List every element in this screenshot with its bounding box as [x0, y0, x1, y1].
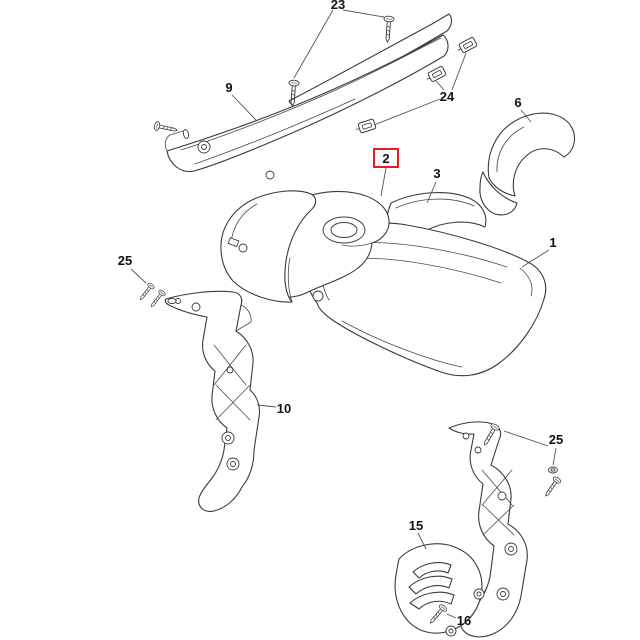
part-9-side-panel [164, 13, 452, 180]
highlight-box [373, 148, 399, 168]
part-label-2-highlighted[interactable]: 2 [373, 148, 399, 168]
part-label-15[interactable]: 15 [409, 518, 423, 533]
part-label-16[interactable]: 16 [457, 613, 471, 628]
part-label-1[interactable]: 1 [549, 235, 556, 250]
part-label-10[interactable]: 10 [277, 401, 291, 416]
part-label-25-right[interactable]: 25 [549, 432, 563, 447]
screw-fastener-top-right [381, 15, 395, 43]
part-label-2[interactable]: 2 [382, 151, 389, 166]
part-label-23[interactable]: 23 [331, 0, 345, 12]
screw-fastener-left-25 [137, 281, 177, 310]
part-6-fender [479, 112, 576, 216]
bolt-fastener-panel-left [153, 120, 190, 139]
leader-lines [130, 9, 557, 619]
part-15-disc-guard [394, 543, 485, 637]
part-label-25-left[interactable]: 25 [118, 253, 132, 268]
part-labels: 23 9 24 6 2 3 1 25 10 25 15 16 [118, 0, 563, 628]
part-label-3[interactable]: 3 [433, 166, 440, 181]
part-10-frame-guard [164, 290, 261, 512]
part-label-24[interactable]: 24 [440, 89, 455, 104]
clip-fastener-3 [354, 118, 377, 135]
screw-fastener-right-25b [541, 466, 563, 499]
part-2-left-shroud [220, 190, 317, 303]
part-label-9[interactable]: 9 [225, 80, 232, 95]
clip-fastener-2 [423, 65, 447, 85]
part-frame-guard-right [448, 421, 528, 638]
part-1-fuel-tank [305, 222, 547, 377]
part-label-6[interactable]: 6 [514, 95, 521, 110]
clip-fastener-1 [454, 36, 478, 56]
